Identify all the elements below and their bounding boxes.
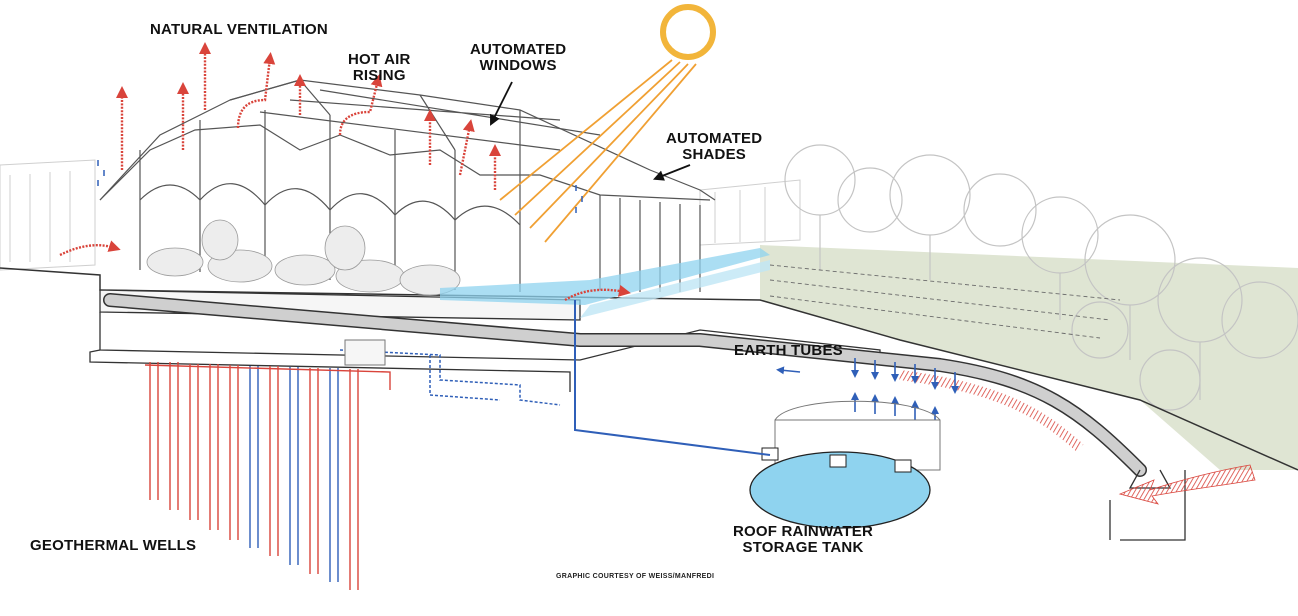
label-natural-ventilation: NATURAL VENTILATION — [150, 21, 328, 38]
ground-line — [0, 267, 1298, 471]
graphic-credit: GRAPHIC COURTESY OF WEISS/MANFREDI — [556, 573, 715, 580]
leader-lines — [490, 81, 691, 181]
label-hot-air-rising: HOT AIR RISING — [348, 52, 411, 84]
label-hot-air-line2: RISING — [352, 67, 406, 84]
label-earth-tubes: EARTH TUBES — [734, 342, 843, 359]
label-hot-air-line1: HOT AIR — [348, 51, 411, 68]
water-reflection — [580, 260, 770, 318]
label-geothermal-wells: GEOTHERMAL WELLS — [30, 537, 197, 554]
label-tank-line1: ROOF RAINWATER — [733, 523, 874, 540]
plants — [146, 219, 461, 296]
label-automated-shades: AUTOMATED SHADES — [666, 131, 762, 163]
water-feature — [440, 248, 770, 305]
sun-icon — [660, 4, 716, 60]
rainwater-storage-tank — [749, 400, 941, 529]
water-supply-pipe — [574, 300, 771, 456]
hot-air-arrows — [59, 42, 631, 302]
label-auto-windows-line1: AUTOMATED — [470, 41, 567, 58]
rain-drops — [97, 160, 583, 213]
label-auto-windows-line2: WINDOWS — [479, 57, 557, 74]
mechanical-ductwork — [339, 349, 561, 406]
earth-tube-flow-arrows — [776, 358, 959, 426]
label-roof-rainwater-tank: ROOF RAINWATER STORAGE TANK — [733, 524, 873, 556]
label-auto-shades-line2: SHADES — [682, 146, 746, 163]
background-buildings — [0, 159, 801, 271]
geothermal-wells — [144, 362, 391, 590]
air-intake-arrow — [1118, 464, 1256, 505]
label-automated-windows: AUTOMATED WINDOWS — [470, 42, 566, 74]
earth-tube — [103, 293, 1186, 541]
label-tank-line2: STORAGE TANK — [742, 539, 864, 556]
label-auto-shades-line1: AUTOMATED — [666, 130, 763, 147]
landscape-slope — [760, 144, 1298, 470]
sun-rays — [499, 59, 697, 243]
mechanical-equipment — [344, 339, 386, 366]
